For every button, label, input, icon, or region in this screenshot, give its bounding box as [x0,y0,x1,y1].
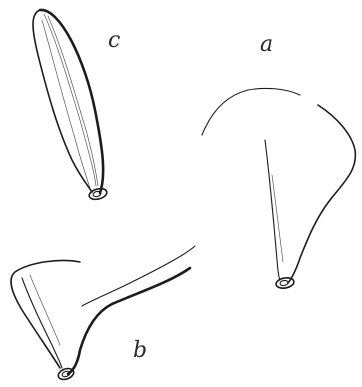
petal-a [202,88,355,289]
petal-b [11,246,195,381]
label-b: b [133,338,147,363]
petal-c [33,10,108,201]
label-c: c [108,28,120,53]
label-a: a [260,32,273,57]
